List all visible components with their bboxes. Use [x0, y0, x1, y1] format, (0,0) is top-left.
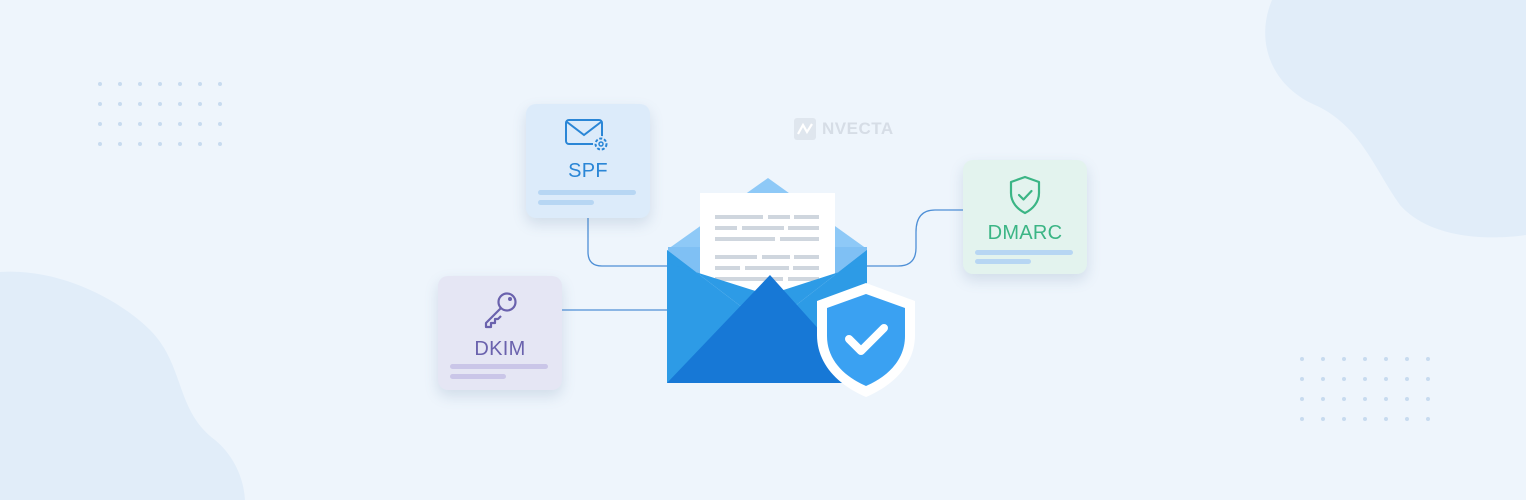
dkim-text-line-1 — [450, 364, 548, 369]
dkim-card: DKIM — [438, 276, 562, 390]
decorative-dot — [98, 142, 102, 146]
decorative-dot — [1363, 377, 1367, 381]
decorative-dot — [1300, 417, 1304, 421]
decorative-dot — [138, 82, 142, 86]
brand-name: NVECTA — [822, 119, 894, 138]
spf-text-line-1 — [538, 190, 636, 195]
decorative-dot — [1384, 357, 1388, 361]
decorative-dot — [1426, 357, 1430, 361]
decorative-dot — [198, 102, 202, 106]
decorative-dot — [1363, 357, 1367, 361]
decorative-dot — [1426, 377, 1430, 381]
dot-grid-left — [98, 82, 222, 146]
spf-card: SPF — [526, 104, 650, 218]
decorative-dot — [1405, 417, 1409, 421]
decorative-dot — [118, 82, 122, 86]
decorative-dot — [1300, 397, 1304, 401]
decorative-dot — [1405, 377, 1409, 381]
dkim-label: DKIM — [474, 338, 526, 360]
decorative-dot — [138, 142, 142, 146]
dmarc-connector — [866, 209, 963, 267]
decorative-dot — [98, 102, 102, 106]
decorative-dot — [98, 82, 102, 86]
decorative-dot — [178, 102, 182, 106]
decorative-dot — [138, 122, 142, 126]
decorative-dot — [1384, 417, 1388, 421]
decorative-dot — [1342, 377, 1346, 381]
decorative-dot — [1321, 417, 1325, 421]
decorative-dot — [1321, 357, 1325, 361]
decorative-dot — [218, 102, 222, 106]
decorative-dot — [1405, 357, 1409, 361]
decorative-dot — [218, 82, 222, 86]
decorative-dot — [158, 122, 162, 126]
decorative-dot — [1384, 397, 1388, 401]
decorative-dot — [1405, 397, 1409, 401]
decorative-dot — [118, 102, 122, 106]
shield-check-icon — [1009, 175, 1041, 215]
envelope-front — [667, 275, 867, 383]
decorative-dot — [218, 122, 222, 126]
spf-text-line-2 — [538, 200, 594, 205]
decorative-dot — [178, 142, 182, 146]
brand-logo-icon — [794, 118, 816, 140]
decorative-dot — [1342, 417, 1346, 421]
dkim-text-line-2 — [450, 374, 506, 379]
decorative-dot — [1321, 397, 1325, 401]
dmarc-card: DMARC — [963, 160, 1087, 274]
envelope-side-left — [667, 250, 768, 383]
dmarc-text-line-1 — [975, 250, 1073, 255]
decorative-dot — [138, 102, 142, 106]
decorative-dot — [178, 82, 182, 86]
decorative-dot — [218, 142, 222, 146]
decorative-dot — [158, 82, 162, 86]
decorative-dot — [178, 122, 182, 126]
decorative-dot — [1321, 377, 1325, 381]
spf-connector — [587, 218, 668, 267]
decorative-dot — [1300, 357, 1304, 361]
decorative-dot — [158, 102, 162, 106]
dmarc-label: DMARC — [987, 222, 1063, 244]
decorative-dot — [198, 122, 202, 126]
decorative-dot — [1342, 397, 1346, 401]
decorative-dot — [158, 142, 162, 146]
decorative-dot — [1426, 417, 1430, 421]
decorative-dot — [1342, 357, 1346, 361]
decorative-dot — [1384, 377, 1388, 381]
decorative-dot — [1363, 417, 1367, 421]
decorative-dot — [98, 122, 102, 126]
decorative-dot — [198, 82, 202, 86]
letter-text-lines — [715, 215, 819, 281]
dmarc-text-line-2 — [975, 259, 1031, 264]
spf-label: SPF — [568, 160, 608, 182]
decorative-dot — [118, 122, 122, 126]
shield-check-icon — [817, 283, 915, 397]
decorative-dot — [118, 142, 122, 146]
mail-settings-icon — [565, 119, 609, 152]
decorative-dot — [1363, 397, 1367, 401]
decorative-dot — [198, 142, 202, 146]
decorative-dot — [1426, 397, 1430, 401]
key-icon — [484, 292, 517, 329]
dot-grid-right — [1300, 357, 1430, 421]
brand-watermark: NVECTA — [794, 118, 894, 140]
decorative-dot — [1300, 377, 1304, 381]
open-envelope-icon — [667, 178, 915, 397]
